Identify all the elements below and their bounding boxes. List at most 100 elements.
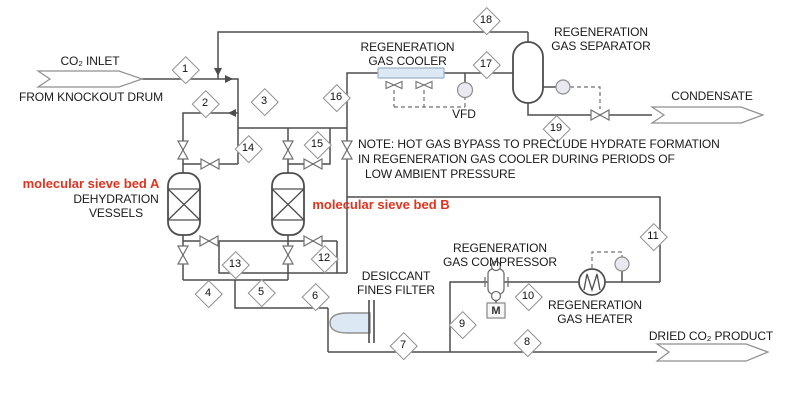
- vfd-label: VFD: [452, 107, 476, 121]
- cooler-riser-pipe: [346, 72, 513, 273]
- stream-diamond-4: 4: [194, 279, 223, 308]
- heater-signal-line: [591, 251, 623, 268]
- stream-number: 10: [521, 290, 535, 302]
- valve-bed-a-inlet: [176, 140, 190, 160]
- valve-triangle: [176, 253, 190, 265]
- stream-number: 11: [647, 230, 659, 242]
- valve-triangle: [281, 148, 295, 160]
- motor-box: [486, 302, 506, 319]
- valve-triangle: [598, 108, 610, 122]
- compressor-side-ticks: [484, 277, 509, 287]
- stream-diamond-9: 9: [448, 310, 477, 339]
- heater-element-zigzag: [583, 273, 601, 293]
- recycle-flow-arrow: [214, 68, 222, 76]
- valve-triangle: [176, 148, 190, 160]
- heater-label-line2: GAS HEATER: [557, 312, 633, 326]
- bed-feed-flow-arrow: [228, 109, 236, 117]
- stream-number: 13: [228, 258, 242, 270]
- vfd-instrument-circle: [456, 81, 474, 99]
- instrument-signal-lines: [393, 86, 623, 268]
- valve-triangle: [281, 253, 295, 265]
- stream-diamond-5: 5: [247, 278, 276, 307]
- stream-number: 14: [241, 142, 255, 154]
- stream-number: 15: [310, 138, 324, 150]
- regen-gas-compressor: [484, 260, 509, 319]
- valve-triangle: [303, 234, 315, 248]
- valve-triangle: [281, 245, 295, 257]
- desiccant-fines-filter-label: DESICCANT FINES FILTER: [325, 269, 467, 297]
- stream-diamond-11: 11: [639, 222, 668, 251]
- stream-number: 17: [479, 58, 493, 70]
- stream-diamond-2: 2: [191, 89, 220, 118]
- valve-condensate-letdown: [590, 108, 610, 122]
- level-instrument-circle: [555, 79, 571, 95]
- valve-triangle: [281, 140, 295, 152]
- stream-diamond-7: 7: [389, 331, 418, 360]
- stream-diamond-13: 13: [221, 250, 250, 279]
- valve-bed-a-regen-inlet: [199, 234, 219, 248]
- stream-number: 1: [181, 63, 189, 75]
- valves-layer: [176, 108, 610, 265]
- stream-number: 7: [399, 339, 407, 351]
- valve-triangle: [176, 140, 190, 152]
- condensate-banner: [650, 106, 765, 124]
- valve-bed-b-regen-inlet: [303, 234, 323, 248]
- valve-bed-a-outlet: [176, 245, 190, 265]
- compressor-label-line2: GAS COMPRESSOR: [443, 255, 557, 269]
- stream-diamond-10: 10: [514, 282, 543, 311]
- valve-triangle: [311, 157, 323, 171]
- recycle-header-pipe: [217, 31, 528, 79]
- regen-gas-separator-label-line2: GAS SEPARATOR: [551, 39, 651, 53]
- regen-gas-heater: [578, 256, 630, 296]
- regen-gas-separator-label-line1: REGENERATION: [554, 25, 648, 39]
- stream-number: 19: [549, 122, 563, 134]
- stream-diamond-17: 17: [472, 50, 501, 79]
- valve-triangle: [199, 234, 211, 248]
- valve-triangle: [207, 234, 219, 248]
- filter-label-line2: FINES FILTER: [357, 283, 435, 297]
- valve-triangle: [340, 140, 354, 152]
- molecular-sieve-bed-b-vessel: [271, 172, 305, 236]
- bed-a-red-label: molecular sieve bed A: [22, 176, 160, 191]
- regen-gas-separator-label: REGENERATION GAS SEPARATOR: [523, 25, 679, 53]
- dried-co2-product-label: DRIED CO₂ PRODUCT: [648, 329, 774, 343]
- regen-gas-cooler-label-line2: GAS COOLER: [368, 54, 447, 68]
- hot-gas-bypass-note: NOTE: HOT GAS BYPASS TO PRECLUDE HYDRATE…: [358, 137, 720, 182]
- filter-element-bars: [368, 300, 375, 343]
- compressor-bottom-port: [490, 290, 502, 302]
- stream-number: 18: [479, 14, 493, 26]
- note-line1: NOTE: HOT GAS BYPASS TO PRECLUDE HYDRATE…: [358, 137, 720, 151]
- desiccant-fines-filter: [329, 300, 375, 343]
- bed-b-red-label: molecular sieve bed B: [312, 197, 450, 212]
- stream-diamond-14: 14: [234, 134, 263, 163]
- cooler-body: [377, 67, 445, 79]
- stream-banners: [36, 70, 770, 362]
- condensate-label: CONDENSATE: [671, 89, 753, 103]
- stream-diamond-6: 6: [301, 282, 330, 311]
- fan-icon: [385, 80, 396, 90]
- filter-dome: [329, 312, 371, 334]
- valve-bed-b-inlet: [281, 140, 295, 160]
- regen-gas-compressor-label: REGENERATION GAS COMPRESSOR: [425, 241, 575, 269]
- molecular-sieve-bed-a-vessel: [167, 172, 201, 236]
- from-knockout-drum-label: FROM KNOCKOUT DRUM: [19, 90, 163, 104]
- note-line3: LOW AMBIENT PRESSURE: [365, 167, 516, 181]
- fan-signal-line: [393, 90, 466, 108]
- dehydration-vessels-label: DEHYDRATION VESSELS: [45, 192, 187, 220]
- co2-inlet-label: CO₂ INLET: [60, 54, 120, 68]
- compressor-body: [487, 268, 505, 295]
- regen-gas-cooler-label-line1: REGENERATION: [360, 40, 455, 54]
- flow-arrows: [214, 68, 236, 117]
- regen-gas-separator: [512, 41, 571, 104]
- valve-bed-b-outlet: [281, 245, 295, 265]
- dehydration-vessels: [167, 172, 305, 236]
- note-line2: IN REGENERATION GAS COOLER DURING PERIOD…: [358, 152, 675, 166]
- stream-number: 6: [311, 290, 319, 302]
- stream-number: 12: [317, 252, 331, 264]
- stream-number: 4: [204, 287, 212, 299]
- compressor-top-port: [490, 260, 502, 272]
- stream-diamond-8: 8: [513, 328, 542, 357]
- motor-m-label: M: [491, 305, 501, 317]
